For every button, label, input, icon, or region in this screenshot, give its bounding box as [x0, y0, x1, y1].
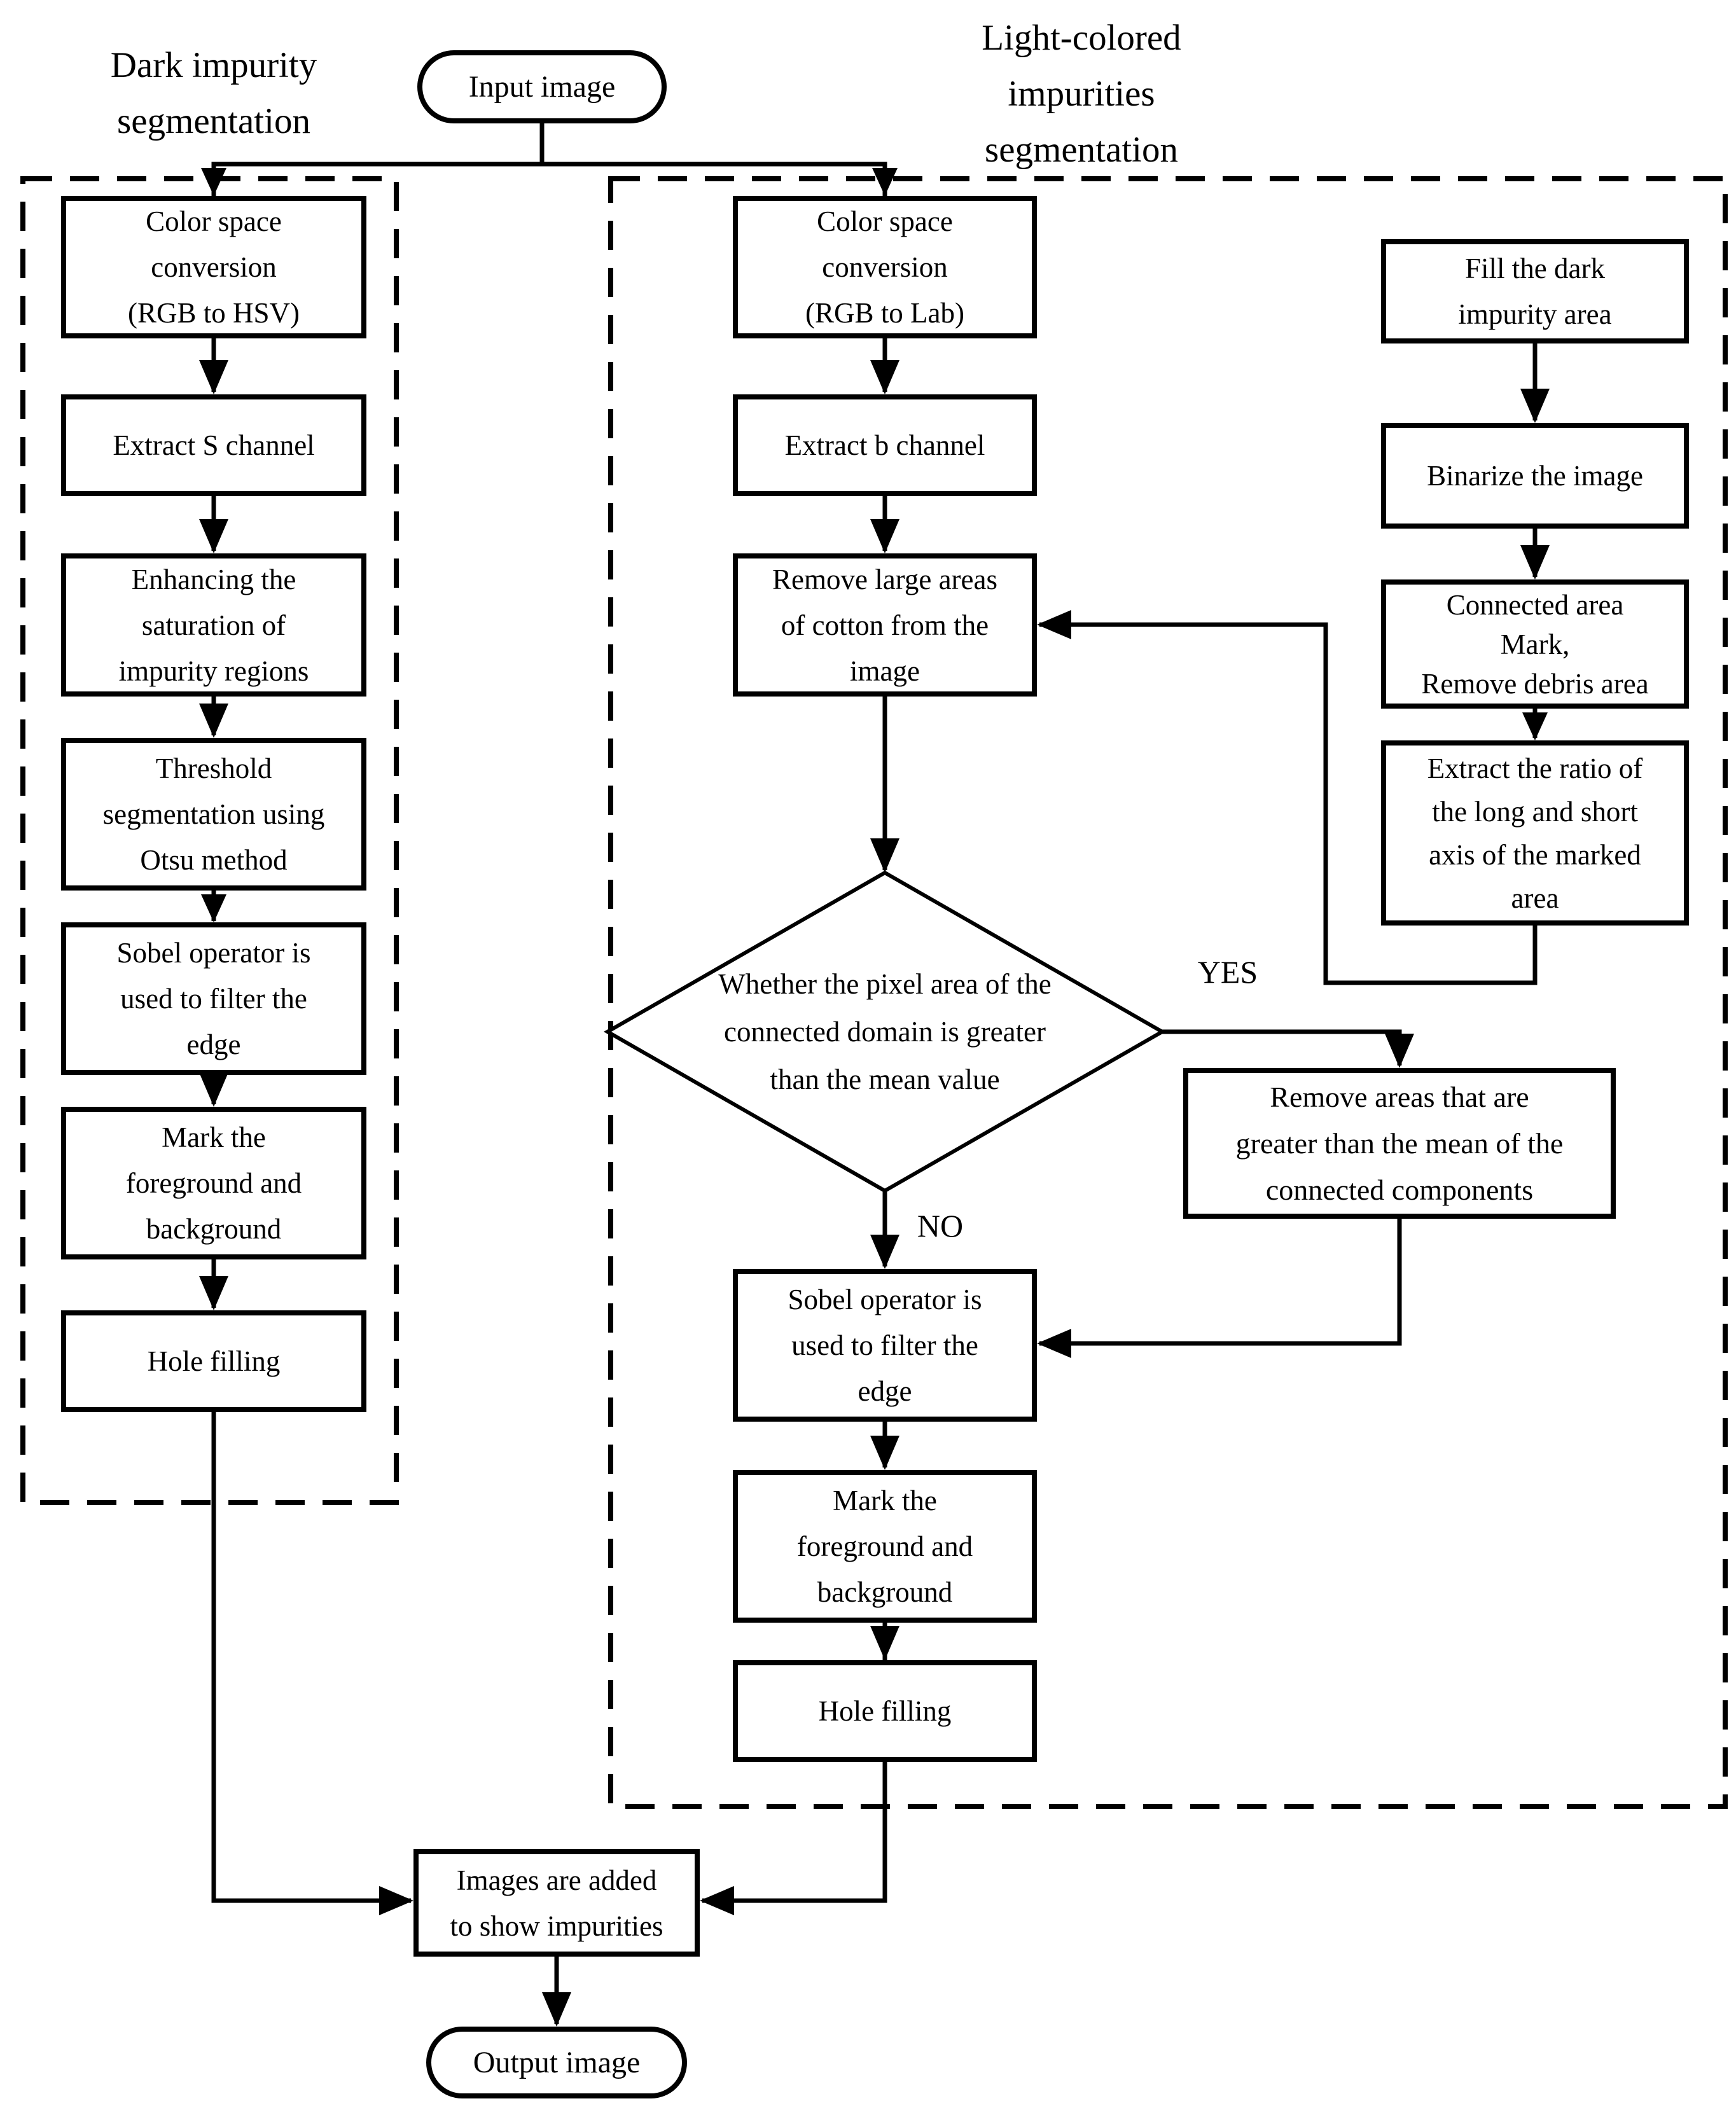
arrow-into-right-binarize	[1520, 389, 1550, 423]
arrow-into-left-mark	[199, 1072, 228, 1107]
arrow-into-right-connected	[1520, 545, 1550, 579]
node-left-hole-filling: Hole filling	[61, 1310, 366, 1412]
arrow-into-right-ratio	[1522, 712, 1548, 740]
node-connected-area-mark: Connected area Mark, Remove debris area	[1381, 579, 1689, 709]
node-extract-axis-ratio: Extract the ratio of the long and short …	[1381, 740, 1689, 926]
light-impurity-section-title: Light-colored impurities segmentation	[982, 18, 1181, 170]
arrow-into-left-extract-s	[199, 360, 228, 394]
node-remove-greater-areas: Remove areas that are greater than the m…	[1183, 1068, 1616, 1219]
arrow-into-mid-hole	[870, 1626, 899, 1660]
light-impurity-dashed-region	[608, 176, 1728, 1809]
node-add-images: Images are added to show impurities	[413, 1849, 700, 1957]
arrow-into-left-color-space	[201, 168, 226, 196]
node-binarize-image: Binarize the image	[1381, 423, 1689, 529]
arrow-into-left-sobel	[201, 894, 226, 922]
arrow-into-mid-sobel-side	[1037, 1329, 1071, 1358]
node-fill-dark-impurity: Fill the dark impurity area	[1381, 239, 1689, 343]
arrow-into-mid-sobel-top	[870, 1235, 899, 1269]
decision-diamond	[603, 870, 1167, 1193]
arrow-into-left-enhance	[199, 519, 228, 553]
arrow-into-output	[542, 1992, 571, 2027]
node-extract-s-channel: Extract S channel	[61, 394, 366, 496]
arrow-into-left-threshold	[199, 704, 228, 738]
input-image-terminal: Input image	[417, 50, 667, 123]
node-extract-b-channel: Extract b channel	[733, 394, 1037, 496]
node-left-mark-foreground: Mark the foreground and background	[61, 1107, 366, 1259]
output-image-terminal: Output image	[426, 2027, 687, 2098]
arrow-into-mid-color-space	[872, 168, 898, 196]
no-branch-label: NO	[917, 1208, 964, 1244]
node-remove-cotton-areas: Remove large areas of cotton from the im…	[733, 553, 1037, 697]
arrow-into-mid-extract-b	[870, 360, 899, 394]
arrow-into-mid-remove-cotton	[870, 519, 899, 553]
node-otsu-threshold: Threshold segmentation using Otsu method	[61, 738, 366, 891]
node-mid-sobel-filter: Sobel operator is used to filter the edg…	[733, 1269, 1037, 1422]
dark-impurity-section-title: Dark impurity segmentation	[110, 45, 317, 141]
arrow-into-add-images-right	[700, 1886, 734, 1915]
node-color-space-rgb-lab: Color space conversion (RGB to Lab)	[733, 196, 1037, 338]
decision-diamond-label: Whether the pixel area of the connected …	[718, 967, 1052, 1095]
arrow-into-add-images-left	[379, 1886, 413, 1915]
arrow-into-mid-remove-cotton-side	[1037, 610, 1071, 639]
dark-impurity-dashed-region	[20, 176, 399, 1505]
node-mid-mark-foreground: Mark the foreground and background	[733, 1470, 1037, 1623]
yes-branch-label: YES	[1197, 954, 1258, 990]
node-color-space-rgb-hsv: Color space conversion (RGB to HSV)	[61, 196, 366, 338]
node-mid-hole-filling: Hole filling	[733, 1660, 1037, 1762]
node-enhance-saturation: Enhancing the saturation of impurity reg…	[61, 553, 366, 697]
arrow-into-mid-mark	[870, 1436, 899, 1470]
arrow-into-decision	[870, 838, 899, 873]
node-left-sobel-filter: Sobel operator is used to filter the edg…	[61, 922, 366, 1075]
arrow-into-remove-greater	[1385, 1034, 1414, 1068]
arrowheads	[199, 168, 1550, 2027]
arrow-into-left-hole	[199, 1276, 228, 1310]
